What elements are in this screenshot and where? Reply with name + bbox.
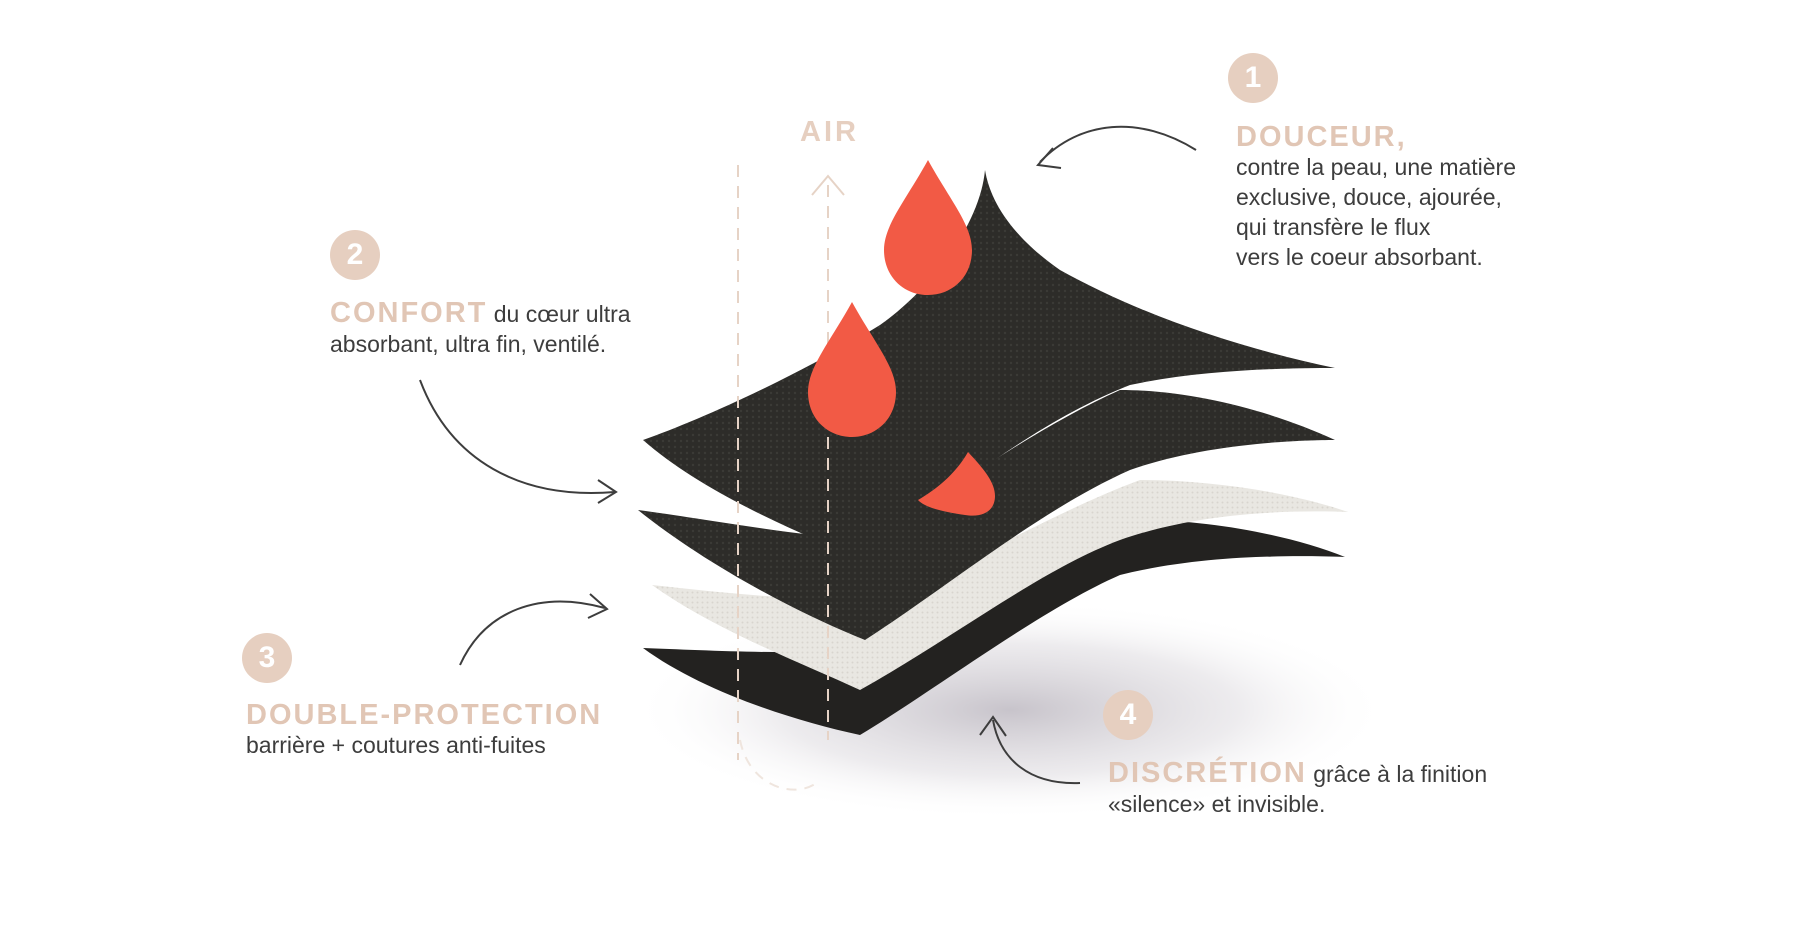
arrow-icon bbox=[1039, 125, 1197, 163]
layer-barrier bbox=[652, 480, 1348, 690]
callout-discretion: DISCRÉTION grâce à la finition «silence»… bbox=[1108, 758, 1588, 819]
air-curve bbox=[739, 739, 821, 791]
drop-icon bbox=[918, 452, 995, 516]
layer-bottom-protection bbox=[643, 520, 1345, 735]
arrow-icon bbox=[587, 593, 609, 619]
callout-1-title: DOUCEUR, bbox=[1236, 121, 1407, 153]
arrow-icon bbox=[459, 600, 606, 666]
callout-1-number-badge: 1 bbox=[1228, 53, 1278, 103]
arrow-icon bbox=[1036, 147, 1062, 169]
callout-4-text: grâce à la finition «silence» et invisib… bbox=[1108, 761, 1488, 817]
callout-3-text: barrière + coutures anti-fuites bbox=[246, 732, 546, 758]
arrow-icon bbox=[419, 379, 616, 494]
layer-top-softness bbox=[643, 170, 1335, 560]
arrow-icon bbox=[597, 479, 618, 504]
callout-1-text: contre la peau, une matière exclusive, d… bbox=[1236, 154, 1517, 270]
arrow-icon bbox=[992, 719, 1081, 785]
callout-douceur: DOUCEUR, contre la peau, une matière exc… bbox=[1236, 122, 1616, 272]
callout-3-title: DOUBLE-PROTECTION bbox=[246, 699, 603, 731]
drop-icon bbox=[884, 160, 972, 295]
callout-4-number-badge: 4 bbox=[1103, 690, 1153, 740]
layer-absorbent-core bbox=[638, 390, 1335, 640]
callout-double-protection: DOUBLE-PROTECTION barrière + coutures an… bbox=[246, 700, 646, 760]
callout-3-number-badge: 3 bbox=[242, 633, 292, 683]
arrow-icon bbox=[979, 715, 1007, 737]
air-label: AIR bbox=[800, 116, 859, 148]
callout-4-title: DISCRÉTION bbox=[1108, 757, 1307, 789]
callout-2-text: du cœur ultra absorbant, ultra fin, vent… bbox=[330, 301, 631, 357]
callout-2-number-badge: 2 bbox=[330, 230, 380, 280]
air-arrow-icon bbox=[811, 174, 845, 196]
callout-2-title: CONFORT bbox=[330, 297, 488, 329]
callout-confort: CONFORT du cœur ultra absorbant, ultra f… bbox=[330, 298, 730, 359]
drop-icon bbox=[808, 302, 896, 437]
